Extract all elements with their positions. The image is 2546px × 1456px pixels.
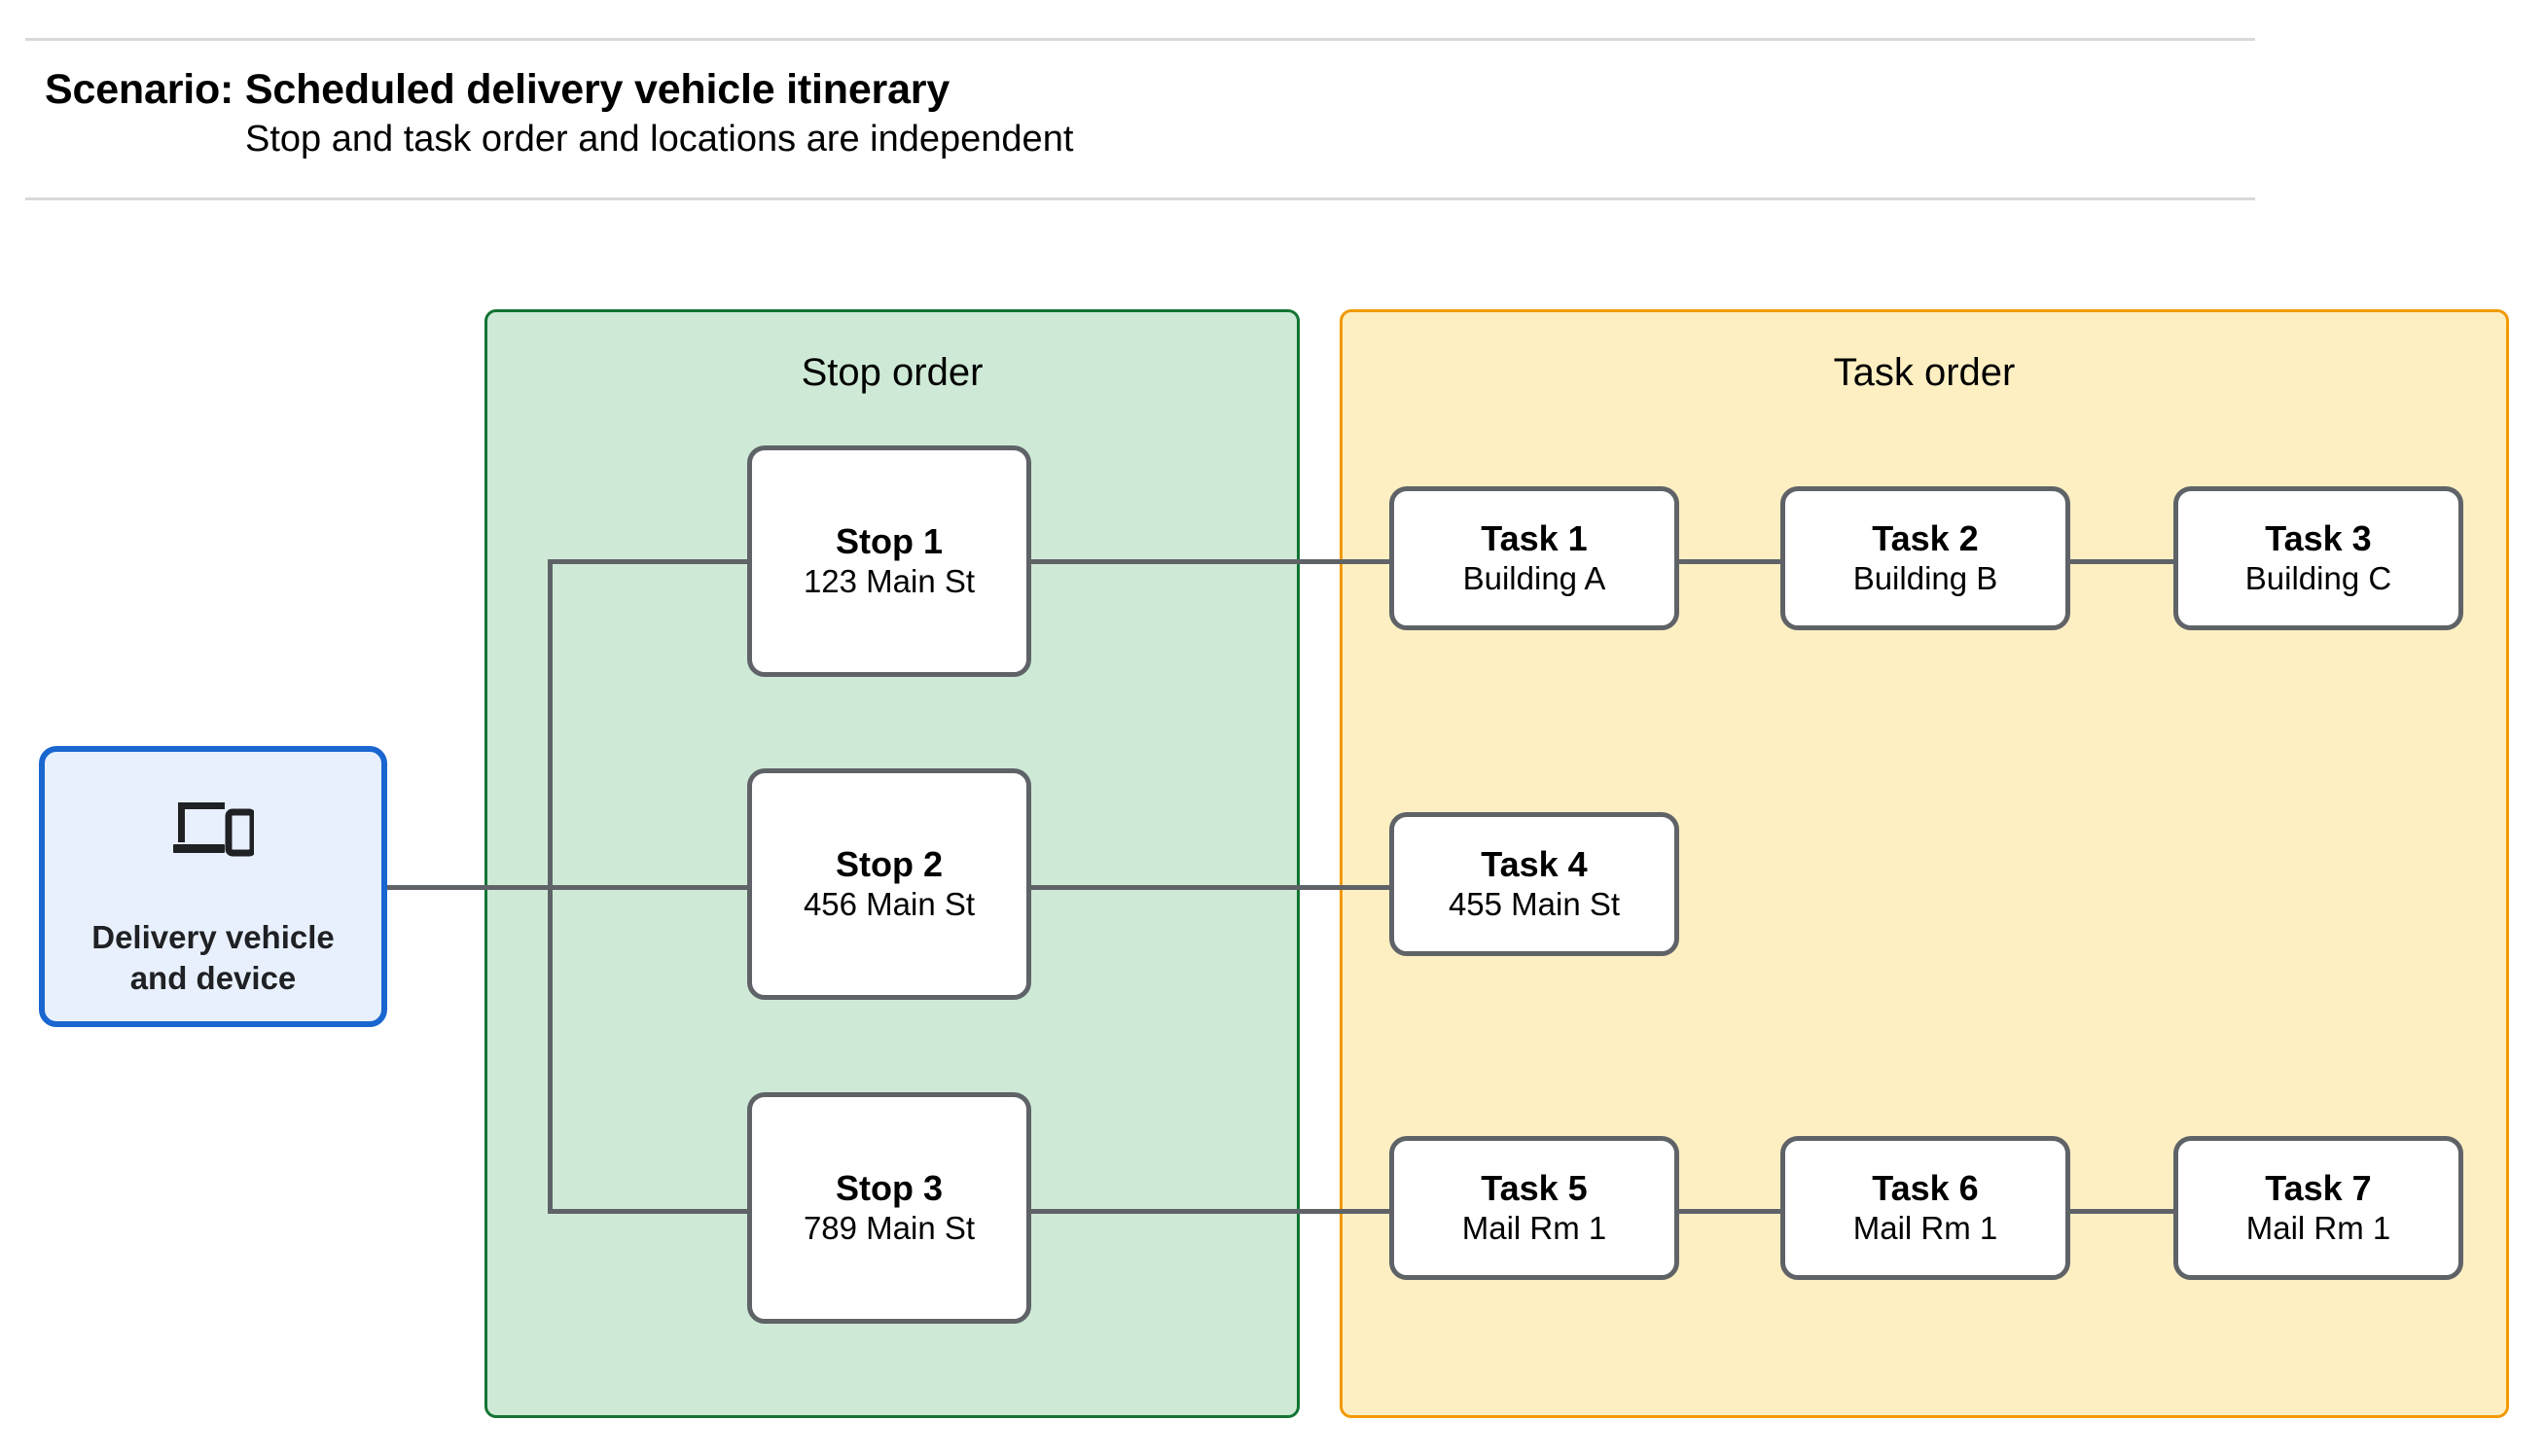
stop-node-3-location: 789 Main St <box>803 1209 976 1246</box>
task-node-6-title: Task 6 <box>1872 1168 1979 1209</box>
task-node-2-title: Task 2 <box>1872 518 1979 559</box>
task-node-6[interactable]: Task 6 Mail Rm 1 <box>1780 1136 2070 1280</box>
task-node-5-title: Task 5 <box>1481 1168 1588 1209</box>
stop-node-3[interactable]: Stop 3 789 Main St <box>747 1092 1031 1324</box>
connector-trunk-to-stop-1 <box>548 559 752 564</box>
connector-stop-3-to-task-5 <box>1026 1209 1392 1214</box>
delivery-vehicle-node[interactable]: Delivery vehicle and device <box>39 746 387 1027</box>
connector-trunk-to-stop-2 <box>548 885 752 890</box>
connector-task-1-to-task-2 <box>1675 559 1782 564</box>
stop-node-2-title: Stop 2 <box>835 844 943 885</box>
task-node-7-location: Mail Rm 1 <box>2245 1209 2391 1246</box>
page-subtitle: Stop and task order and locations are in… <box>245 119 1074 160</box>
task-node-4-location: 455 Main St <box>1448 885 1621 922</box>
stop-node-1-title: Stop 1 <box>835 521 943 562</box>
stop-order-lane-title: Stop order <box>801 351 984 394</box>
connector-task-2-to-task-3 <box>2066 559 2175 564</box>
task-node-7-title: Task 7 <box>2265 1168 2372 1209</box>
devices-icon <box>172 799 257 859</box>
connector-trunk-to-stop-3 <box>548 1209 752 1214</box>
task-node-5-location: Mail Rm 1 <box>1461 1209 1607 1246</box>
task-node-2[interactable]: Task 2 Building B <box>1780 486 2070 630</box>
task-node-5[interactable]: Task 5 Mail Rm 1 <box>1389 1136 1679 1280</box>
task-node-6-location: Mail Rm 1 <box>1852 1209 1998 1246</box>
delivery-vehicle-label: Delivery vehicle and device <box>91 919 335 997</box>
task-node-1-location: Building A <box>1462 559 1606 596</box>
stop-node-2-location: 456 Main St <box>803 885 976 922</box>
connector-task-5-to-task-6 <box>1675 1209 1782 1214</box>
stop-node-3-title: Stop 3 <box>835 1168 943 1209</box>
connector-vehicle-to-trunk <box>387 885 553 890</box>
header-divider-top <box>25 38 2255 41</box>
stop-node-1[interactable]: Stop 1 123 Main St <box>747 445 1031 677</box>
connector-task-6-to-task-7 <box>2066 1209 2175 1214</box>
connector-stop-2-to-task-4 <box>1026 885 1392 890</box>
task-node-3-title: Task 3 <box>2265 518 2372 559</box>
task-node-3[interactable]: Task 3 Building C <box>2173 486 2463 630</box>
stop-node-2[interactable]: Stop 2 456 Main St <box>747 768 1031 1000</box>
task-order-lane-title: Task order <box>1833 351 2016 394</box>
header-divider-bottom <box>25 197 2255 200</box>
task-node-3-location: Building C <box>2244 559 2392 596</box>
task-node-2-location: Building B <box>1852 559 1998 596</box>
task-node-1[interactable]: Task 1 Building A <box>1389 486 1679 630</box>
task-node-4[interactable]: Task 4 455 Main St <box>1389 812 1679 956</box>
task-node-7[interactable]: Task 7 Mail Rm 1 <box>2173 1136 2463 1280</box>
task-node-4-title: Task 4 <box>1481 844 1588 885</box>
task-node-1-title: Task 1 <box>1481 518 1588 559</box>
stop-node-1-location: 123 Main St <box>803 562 976 599</box>
connector-stop-1-to-task-1 <box>1026 559 1392 564</box>
page-title: Scenario: Scheduled delivery vehicle iti… <box>45 66 950 113</box>
